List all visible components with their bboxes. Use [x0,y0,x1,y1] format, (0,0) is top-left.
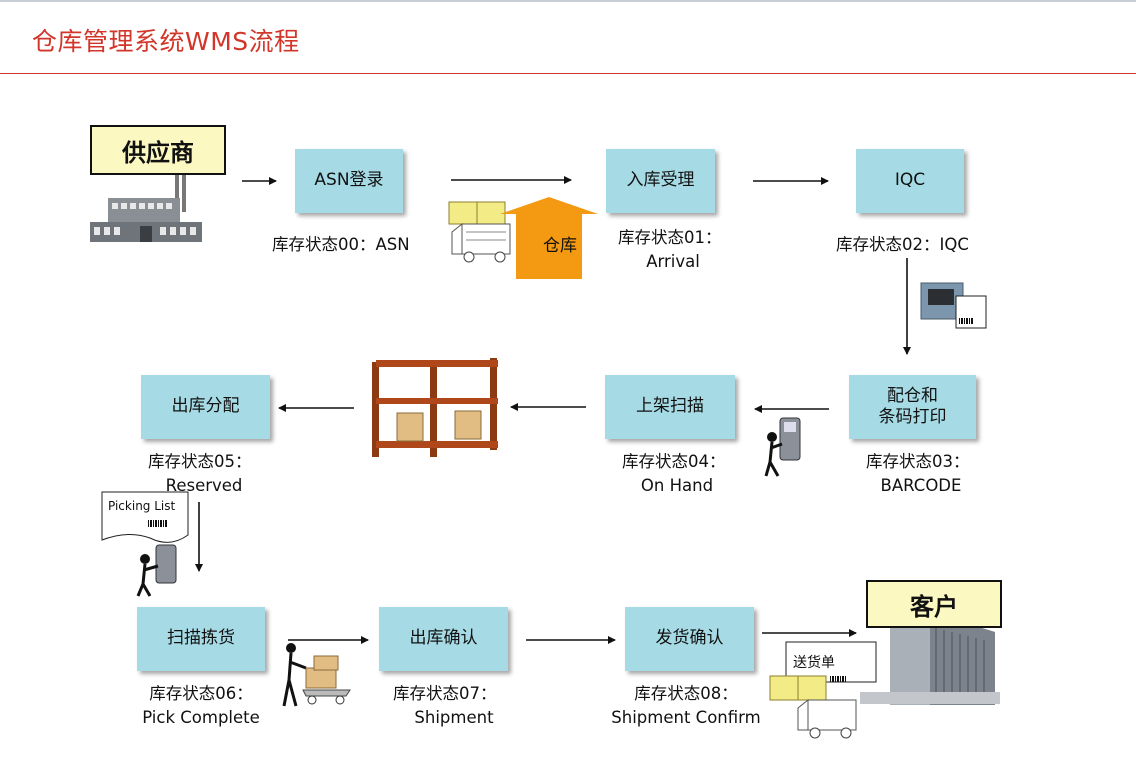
scanner-worker-icon [764,417,801,477]
step-barcode-label-line1: 配仓和 [887,385,938,406]
status-asn: 库存状态00：ASN [272,233,410,257]
step-allocate: 出库分配 [141,375,270,439]
step-iqc: IQC [856,149,964,213]
step-shelve-scan: 上架扫描 [605,375,735,439]
customer-label: 客户 [866,580,1002,628]
picker-worker-icon [136,544,177,597]
status-barcode-line1: 库存状态03： [866,452,970,471]
status-deliver-line1: 库存状态08： [634,684,738,703]
status-onhand-line2: On Hand [640,475,714,495]
page-title: 仓库管理系统WMS流程 [32,27,300,56]
status-ship-line2: Shipment [414,707,494,727]
shelf-rack-icon [372,358,498,457]
status-pick-line1: 库存状态06： [149,684,253,703]
cart-worker-icon [282,643,351,707]
status-arrival: 库存状态01： Arrival [618,226,728,274]
status-pick-line2: Pick Complete [142,707,260,727]
printer-icon [920,282,987,329]
picking-list-label: Picking List [108,499,176,513]
picking-list-icon [101,491,189,543]
status-deliver-line2: Shipment Confirm [611,707,761,727]
status-reserved-line2: Reserved [165,475,243,495]
step-barcode-label-line2: 条码打印 [878,407,947,427]
status-asn-line1: 库存状态00：ASN [272,235,410,254]
step-pick-scan: 扫描拣货 [137,607,265,671]
step-asn-register: ASN登录 [295,149,403,213]
step-receive: 入库受理 [606,149,715,213]
delivery-note-label: 送货单 [793,655,835,671]
step-deliver-confirm: 发货确认 [625,607,754,671]
step-ship-confirm: 出库确认 [379,607,508,671]
status-shipment-confirm: 库存状态08： Shipment Confirm [609,682,763,730]
office-building-icon [860,612,1000,705]
title-divider [0,73,1136,74]
factory-icon [90,168,202,242]
truck-icon [448,201,511,263]
status-arrival-line2: Arrival [646,251,700,271]
status-onhand: 库存状态04： On Hand [622,450,732,498]
status-shipment: 库存状态07： Shipment [393,682,515,730]
status-onhand-line1: 库存状态04： [622,452,726,471]
status-barcode-line2: BARCODE [880,475,962,495]
status-barcode: 库存状态03： BARCODE [866,450,976,498]
step-barcode-print: 配仓和 条码打印 [849,375,976,439]
top-border [0,0,1136,2]
status-reserved-line1: 库存状态05： [148,452,252,471]
warehouse-arrow-icon [500,197,598,279]
status-iqc: 库存状态02：IQC [836,233,969,257]
status-reserved: 库存状态05： Reserved [148,450,260,498]
warehouse-label: 仓库 [543,236,577,256]
delivery-truck-icon [769,641,877,739]
status-iqc-line1: 库存状态02：IQC [836,235,969,254]
status-pick-complete: 库存状态06： Pick Complete [138,682,264,730]
status-ship-line1: 库存状态07： [393,684,497,703]
supplier-label: 供应商 [90,125,226,175]
status-arrival-line1: 库存状态01： [618,228,722,247]
